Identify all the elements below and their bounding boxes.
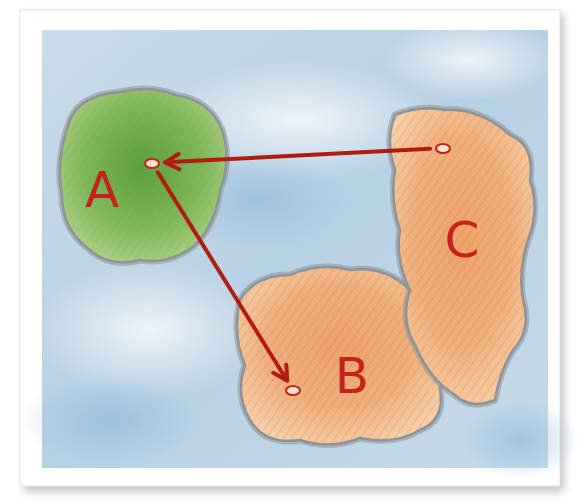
region-letter: A <box>85 165 119 215</box>
place-dot <box>285 385 301 396</box>
map-region: B <box>230 258 448 450</box>
sea-mist <box>160 60 440 180</box>
region-outline <box>52 82 238 274</box>
place-dot <box>435 143 451 154</box>
map-region: A <box>52 82 238 274</box>
sea-deep <box>460 400 580 480</box>
place-dot <box>144 158 160 169</box>
region-letter: B <box>335 351 369 401</box>
sea-mist <box>30 260 270 400</box>
route-arrow <box>165 149 430 170</box>
sea-ground <box>42 30 548 468</box>
sea-deep <box>20 375 200 465</box>
region-letter: C <box>445 215 480 265</box>
frame-shadow <box>24 14 564 492</box>
map-region: C <box>383 102 545 414</box>
route-arrow <box>158 172 287 380</box>
picture-frame <box>20 10 560 486</box>
sea-mist <box>380 20 560 100</box>
